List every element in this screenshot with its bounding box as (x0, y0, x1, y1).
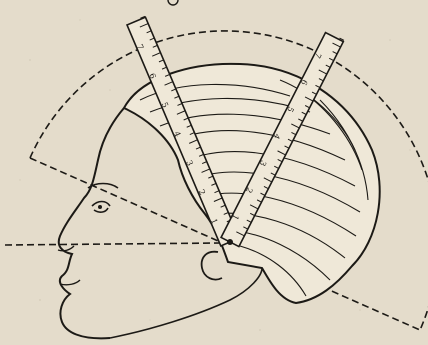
jaw-line (110, 268, 262, 338)
face-profile (59, 108, 124, 338)
horizontal-reference-line (5, 243, 222, 245)
eye (88, 184, 118, 213)
eye-pupil (98, 205, 102, 209)
ear (202, 252, 222, 280)
ruler-pivot (227, 239, 233, 245)
ruler-top-ring (168, 0, 178, 5)
